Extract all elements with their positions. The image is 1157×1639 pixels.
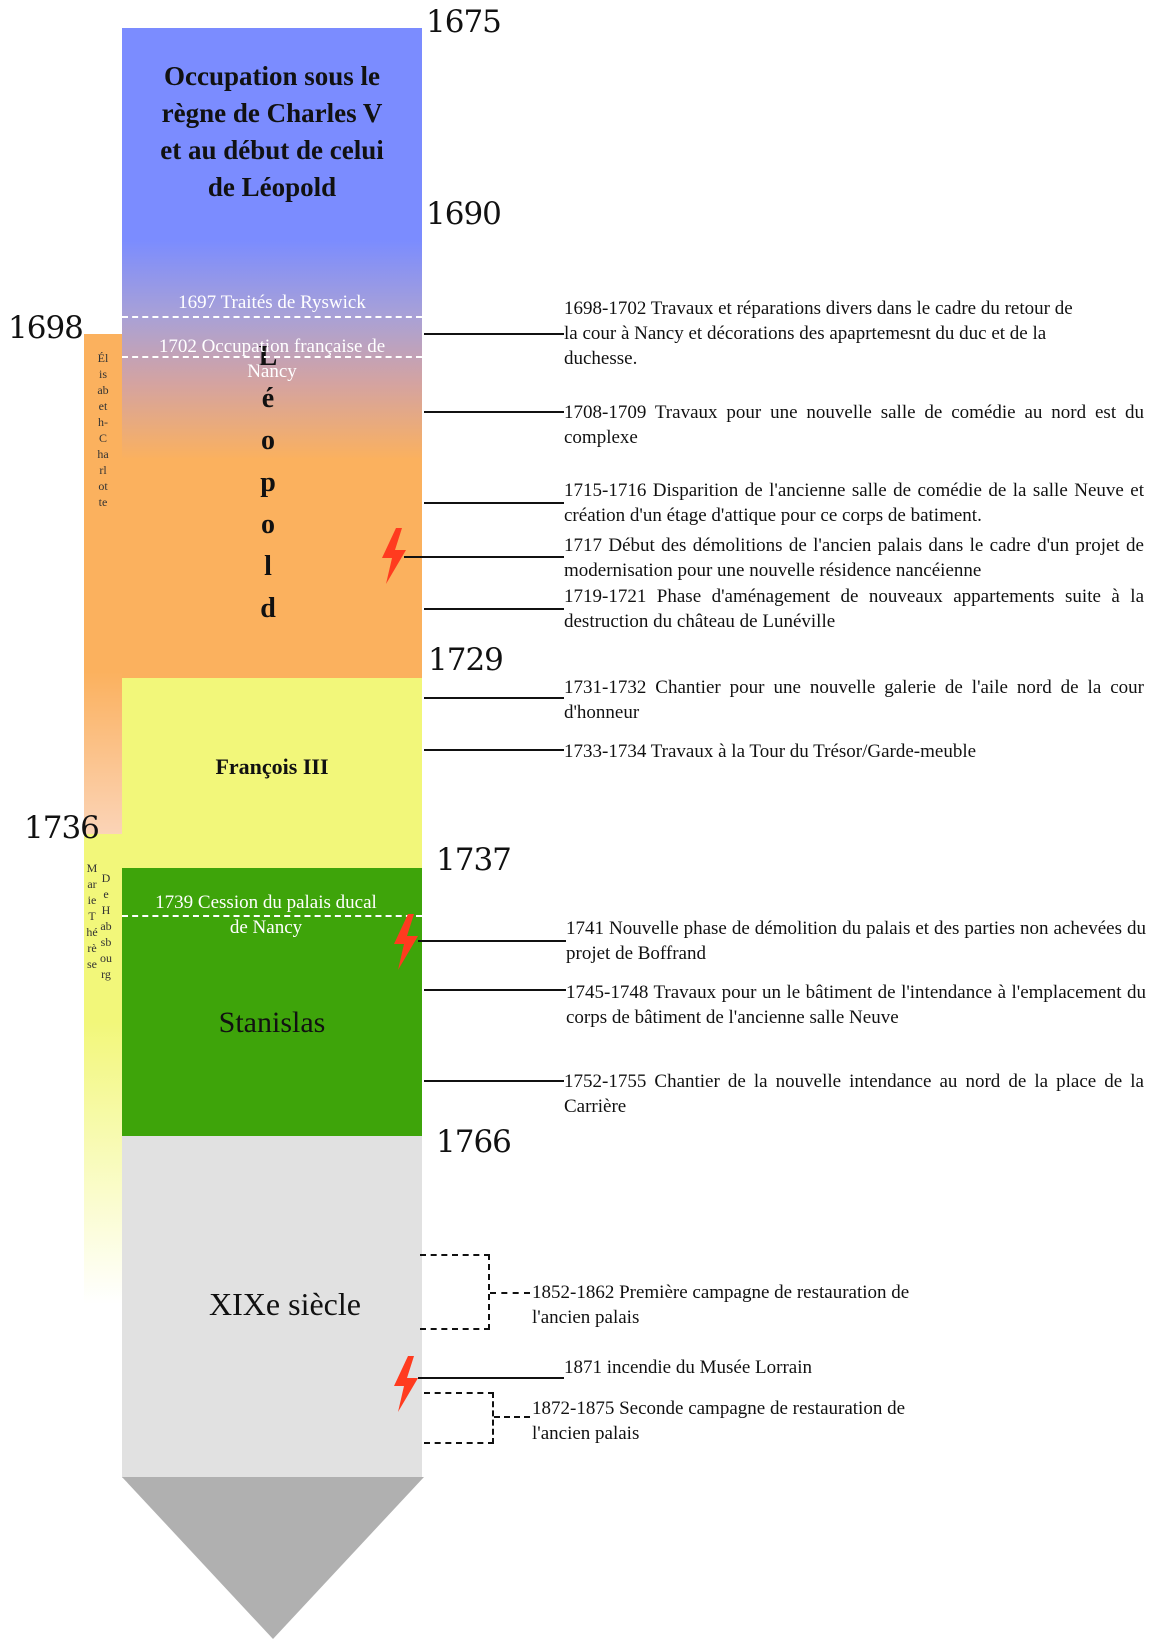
era-gradient-transition — [122, 240, 422, 460]
year-1737: 1737 — [436, 842, 512, 878]
event-1852-1862: 1852-1862 Première campagne de restaurat… — [532, 1282, 910, 1328]
era-title-stanislas: Stanislas — [218, 1006, 326, 1039]
regent-label-elisabeth: Élisabeth-Charlotte — [97, 351, 109, 509]
event-1741: 1741 Nouvelle phase de démolition du pal… — [566, 918, 1146, 964]
event-1708-1709: 1708-1709 Travaux pour une nouvelle sall… — [564, 402, 1144, 448]
connector-line — [404, 556, 564, 558]
event-1698-1702: 1698-1702 Travaux et réparations divers … — [564, 298, 1073, 369]
inner-event-ryswick: 1697 Traités de Ryswick — [178, 292, 366, 313]
bracket-1852 — [420, 1254, 490, 1330]
event-1871: 1871 incendie du Musée Lorrain — [564, 1357, 812, 1378]
year-1675: 1675 — [426, 4, 502, 40]
lightning-bolt-icon — [394, 1356, 418, 1412]
era-block-stanislas — [122, 868, 422, 1136]
inner-divider-1739 — [122, 915, 422, 917]
inner-divider-1697 — [122, 316, 422, 318]
era-block-xix — [122, 1136, 422, 1478]
event-1872-1875: 1872-1875 Seconde campagne de restaurati… — [532, 1398, 906, 1444]
event-1745-1748: 1745-1748 Travaux pour un le bâtiment de… — [566, 982, 1146, 1028]
connector-line — [418, 1377, 564, 1379]
connector-line — [424, 697, 564, 699]
era-title-francois: François III — [215, 754, 329, 779]
year-1729: 1729 — [428, 642, 504, 678]
bracket-1852-connector — [490, 1292, 530, 1294]
year-1736: 1736 — [24, 810, 100, 846]
connector-line — [424, 502, 564, 504]
connector-line — [424, 1080, 564, 1082]
year-1698: 1698 — [8, 310, 84, 346]
regent-strip-elisabeth — [84, 334, 122, 674]
connector-line — [424, 411, 564, 413]
year-1766: 1766 — [436, 1124, 512, 1160]
regent-label-habsbourg: De Habsbourg — [100, 871, 112, 981]
event-1715-1716: 1715-1716 Disparition de l'ancienne sall… — [564, 480, 1144, 526]
lightning-bolt-icon — [394, 914, 418, 970]
event-1731-1732: 1731-1732 Chantier pour une nouvelle gal… — [564, 677, 1144, 723]
lightning-bolt-icon — [382, 528, 406, 584]
event-1717: 1717 Début des démolitions de l'ancien p… — [564, 535, 1144, 581]
bracket-1872-connector — [494, 1416, 530, 1418]
bracket-1872 — [424, 1392, 494, 1444]
year-1690: 1690 — [426, 196, 502, 232]
regent-strip-marie-therese — [84, 834, 122, 1304]
era-block-leopold — [122, 458, 422, 680]
connector-line — [424, 989, 566, 991]
era-block-francois — [122, 678, 422, 868]
event-1733-1734: 1733-1734 Travaux à la Tour du Trésor/Ga… — [564, 741, 977, 762]
inner-event-occupation: 1702 Occupation française de Nancy — [158, 336, 386, 382]
era-title-charles: Occupation sous le règne de Charles V et… — [160, 61, 384, 202]
timeline-arrow-head — [122, 1477, 424, 1639]
connector-line — [418, 940, 566, 942]
inner-divider-1702 — [122, 356, 422, 358]
event-1752-1755: 1752-1755 Chantier de la nouvelle intend… — [564, 1071, 1144, 1117]
event-1719-1721: 1719-1721 Phase d'aménagement de nouveau… — [564, 586, 1144, 632]
connector-line — [424, 333, 564, 335]
connector-line — [424, 608, 564, 610]
inner-event-cession: 1739 Cession du palais ducal de Nancy — [155, 892, 377, 938]
connector-line — [424, 749, 564, 751]
regent-label-marie-therese: Marie Thérèse — [86, 861, 98, 971]
regent-strip-fade — [84, 672, 122, 836]
era-title-xix: XIXe siècle — [209, 1286, 361, 1322]
era-block-charles — [122, 28, 422, 256]
